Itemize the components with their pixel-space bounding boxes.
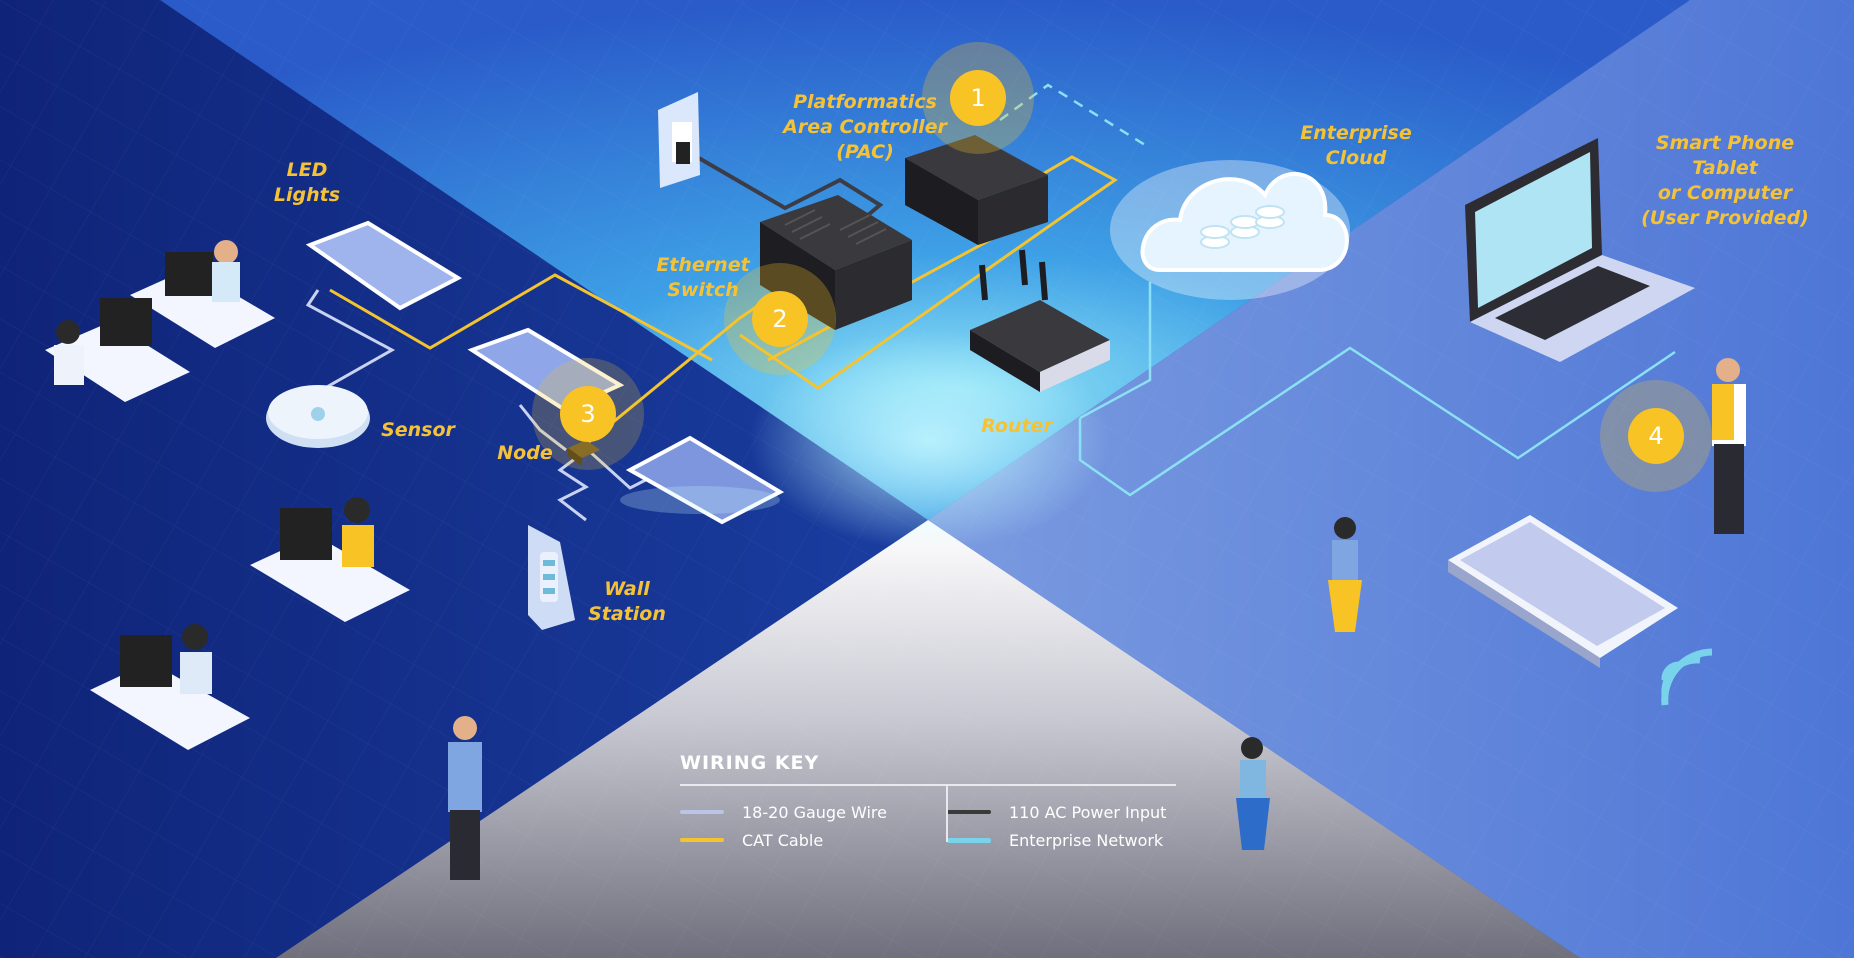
wiring-key-divider — [946, 786, 948, 842]
power-input-swatch — [947, 810, 991, 814]
wiring-key-rule — [680, 784, 1176, 786]
wiring-key-column-right: 110 AC Power Input Enterprise Network — [933, 798, 1200, 854]
label-router: Router — [981, 415, 1053, 437]
laptop-device — [1465, 138, 1695, 362]
office-workers — [45, 240, 1746, 880]
wall-station-device — [528, 525, 575, 630]
wiring-key-item-enterprise-network: Enterprise Network — [947, 826, 1200, 854]
cat-cable-label: CAT Cable — [742, 830, 824, 850]
wifi-icon — [1661, 648, 1713, 706]
power-cables — [683, 148, 884, 222]
wiring-key-title: WIRING KEY — [680, 752, 820, 774]
enterprise-network-swatch — [947, 837, 991, 843]
network-lines — [999, 83, 1676, 497]
label-enterprise-cloud: Enterprise Cloud — [1300, 122, 1412, 169]
badge-4: 4 — [1628, 408, 1684, 464]
label-node: Node — [497, 442, 553, 464]
badge-2: 2 — [752, 291, 808, 347]
wiring-key-item-cat-cable: CAT Cable — [680, 826, 933, 854]
wiring-key-item-gauge-wire: 18-20 Gauge Wire — [680, 798, 933, 826]
power-input-label: 110 AC Power Input — [1009, 802, 1167, 822]
label-ethernet-switch: Ethernet Switch — [656, 254, 750, 301]
enterprise-network-label: Enterprise Network — [1009, 830, 1164, 850]
sensor-device — [266, 385, 370, 448]
center-glow — [750, 330, 1110, 550]
label-sensor: Sensor — [381, 419, 455, 441]
ethernet-switch-device — [760, 195, 912, 330]
led-light-panels — [305, 220, 785, 525]
enterprise-cloud-icon — [1110, 160, 1350, 300]
gauge-wire-swatch — [680, 810, 724, 814]
label-led-lights: LED Lights — [273, 159, 341, 206]
wiring-key-items: 18-20 Gauge Wire CAT Cable 110 AC Power … — [680, 786, 1200, 854]
label-pac: Platformatics Area Controller (PAC) — [783, 91, 947, 163]
badge-1: 1 — [950, 70, 1006, 126]
power-outlet — [658, 92, 700, 188]
gauge-wire-label: 18-20 Gauge Wire — [742, 802, 887, 822]
wiring-key-column-left: 18-20 Gauge Wire CAT Cable — [680, 798, 933, 854]
label-user-devices: Smart Phone Tablet or Computer (User Pro… — [1641, 132, 1809, 229]
badge-3: 3 — [560, 386, 616, 442]
wiring-key: WIRING KEY 18-20 Gauge Wire CAT Cable 11… — [680, 752, 1200, 854]
label-wall-station: Wall Station — [588, 578, 666, 625]
gauge-wires — [305, 289, 666, 522]
node-device — [568, 440, 600, 466]
pac-device — [905, 135, 1048, 245]
cat-cable-swatch — [680, 838, 724, 842]
wiring-key-item-power-input: 110 AC Power Input — [947, 798, 1200, 826]
smartphone-device — [1448, 515, 1678, 668]
router-device — [970, 249, 1110, 392]
